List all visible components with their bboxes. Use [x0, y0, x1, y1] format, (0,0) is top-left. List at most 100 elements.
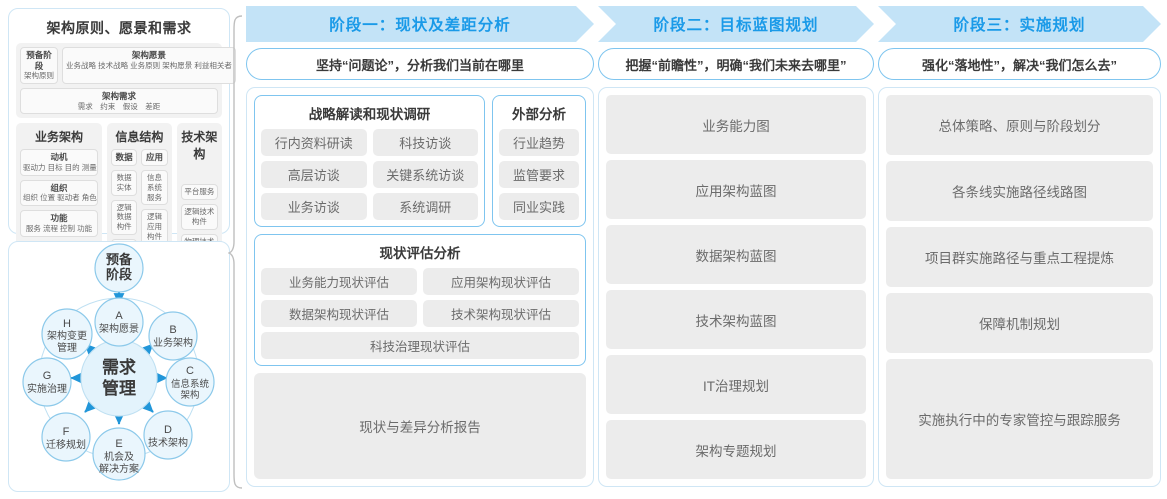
information-structure-title: 信息结构	[115, 130, 164, 145]
architecture-requirement-head: 架构需求	[101, 91, 136, 101]
adm-node-d	[143, 410, 193, 460]
chip-line-implementation-roadmap[interactable]: 各条线实施路径线路图	[886, 161, 1153, 221]
adm-cycle-panel: 需求 管理 预备 阶段 A 架构愿景 B 业务架构 C 信息系统 架构	[8, 241, 230, 492]
stage-1: 阶段一：现状及差距分析 坚持“问题论”，分析我们当前在哪里 战略解读和现状调研 …	[246, 6, 594, 493]
chip-it-governance-assessment[interactable]: 科技治理现状评估	[261, 332, 579, 359]
business-motivation-sub: 驱动力 目标 目的 测量	[23, 163, 97, 172]
stage-3-body: 总体策略、原则与阶段划分 各条线实施路径线路图 项目群实施路径与重点工程提炼 保…	[878, 87, 1161, 487]
chip-technology-architecture-assessment[interactable]: 技术架构现状评估	[423, 300, 579, 327]
chip-assurance-mechanism-plan[interactable]: 保障机制规划	[886, 293, 1153, 353]
chip-system-survey[interactable]: 系统调研	[372, 193, 478, 220]
stages-container: 阶段一：现状及差距分析 坚持“问题论”，分析我们当前在哪里 战略解读和现状调研 …	[246, 6, 1161, 493]
data-entity-box: 数据实体	[111, 170, 138, 196]
platform-service-label: 平台服务	[184, 187, 215, 197]
business-organization-head: 组织	[50, 182, 68, 193]
data-head-label: 数据	[115, 152, 133, 163]
adm-node-f	[41, 412, 91, 462]
logical-application-component-box: 逻辑应用构件	[141, 209, 168, 245]
assessment-row-2: 数据架构现状评估 技术架构现状评估	[261, 300, 579, 327]
chip-expert-oversight-tracking-service[interactable]: 实施执行中的专家管控与跟踪服务	[886, 359, 1153, 479]
adm-node-c-label-line1: 信息系统	[171, 378, 210, 390]
chip-data-architecture-assessment[interactable]: 数据架构现状评估	[261, 300, 417, 327]
chip-technology-architecture-blueprint[interactable]: 技术架构蓝图	[606, 290, 866, 349]
business-function-head: 功能	[50, 213, 68, 224]
left-column: 架构原则、愿景和需求 预备阶段 架构原则 架构愿景 业务战略 技术战略 业务原则…	[8, 8, 236, 492]
chip-data-architecture-blueprint[interactable]: 数据架构蓝图	[606, 225, 866, 284]
adm-center-node	[80, 339, 158, 417]
chip-internal-doc-study[interactable]: 行内资料研读	[261, 129, 367, 156]
chip-application-architecture-assessment[interactable]: 应用架构现状评估	[423, 268, 579, 295]
current-state-assessment-title: 现状评估分析	[379, 246, 461, 261]
logical-technology-component-box: 逻辑技术构件	[180, 204, 218, 230]
chip-architecture-topic-plan[interactable]: 架构专题规划	[606, 420, 866, 479]
adm-node-g-key: G	[43, 370, 52, 382]
stage-2-subtitle: 把握“前瞻性”，明确“我们未来去哪里”	[598, 48, 874, 80]
chip-it-governance-plan[interactable]: IT治理规划	[606, 355, 866, 414]
adm-cycle-diagram: 需求 管理 预备 阶段 A 架构愿景 B 业务架构 C 信息系统 架构	[22, 243, 215, 481]
togaf-panel-title: 架构原则、愿景和需求	[46, 20, 192, 36]
stage-1-header-text: 阶段一：现状及差距分析	[329, 17, 511, 34]
stage-3-header-wrap: 阶段三：实施规划	[878, 6, 1161, 42]
adm-node-e-key: E	[115, 438, 122, 450]
data-entity-label: 数据实体	[116, 173, 132, 192]
chip-gap-analysis-report[interactable]: 现状与差异分析报告	[254, 373, 586, 479]
business-motivation-box: 动机 驱动力 目标 目的 测量	[20, 149, 98, 176]
chip-business-capability-assessment[interactable]: 业务能力现状评估	[261, 268, 417, 295]
chip-program-roadmap-key-projects[interactable]: 项目群实施路径与重点工程提炼	[886, 227, 1153, 287]
prep-phase-sub: 架构原则	[24, 71, 54, 81]
adm-node-b-label: 业务架构	[153, 336, 193, 349]
stage-3: 阶段三：实施规划 强化“落地性”，解决“我们怎么去” 总体策略、原则与阶段划分 …	[878, 6, 1161, 493]
chip-application-architecture-blueprint[interactable]: 应用架构蓝图	[606, 160, 866, 219]
architecture-vision-sub: 业务战略 技术战略 业务原则 架构愿景 利益相关者	[66, 60, 232, 70]
strategy-row-3: 业务访谈 系统调研	[261, 193, 478, 220]
application-head-label: 应用	[146, 152, 164, 163]
adm-node-d-key: D	[164, 424, 172, 436]
strategy-research-title: 战略解读和现状调研	[308, 107, 431, 122]
chip-industry-trend[interactable]: 行业趋势	[499, 129, 579, 156]
current-state-assessment-card: 现状评估分析 业务能力现状评估 应用架构现状评估 数据架构现状评估 技术架构现状…	[254, 234, 586, 366]
external-analysis-title: 外部分析	[512, 107, 566, 122]
external-analysis-card: 外部分析 行业趋势 监管要求 同业实践	[492, 95, 586, 227]
chip-business-interview[interactable]: 业务访谈	[261, 193, 367, 220]
adm-node-e-label-line1: 机会及	[104, 450, 134, 463]
logical-technology-component-label: 逻辑技术构件	[184, 207, 215, 226]
chip-peer-practice[interactable]: 同业实践	[499, 193, 579, 220]
chip-overall-strategy-principles-phases[interactable]: 总体策略、原则与阶段划分	[886, 95, 1153, 155]
chip-business-capability-map[interactable]: 业务能力图	[606, 95, 866, 154]
adm-node-prep-line1: 预备	[106, 252, 133, 267]
chip-tech-interview[interactable]: 科技访谈	[372, 129, 478, 156]
architecture-requirement-sub: 需求 约束 假设 差距	[77, 101, 161, 111]
assessment-row-3: 科技治理现状评估	[261, 332, 579, 359]
adm-node-prep-line2: 阶段	[106, 267, 132, 282]
adm-node-d-label: 技术架构	[148, 436, 188, 449]
adm-node-b-key: B	[169, 324, 176, 336]
brace-connector	[228, 15, 243, 489]
platform-service-box: 平台服务	[180, 184, 218, 201]
data-head-box: 数据	[111, 149, 138, 166]
adm-node-h	[41, 308, 93, 360]
adm-node-g-label: 实施治理	[27, 382, 67, 395]
adm-center-label-line1: 需求	[102, 357, 136, 377]
business-motivation-head: 动机	[50, 152, 68, 163]
adm-node-a-key: A	[115, 310, 123, 322]
stage-1-header-wrap: 阶段一：现状及差距分析	[246, 6, 594, 42]
adm-node-h-label-line1: 架构变更	[47, 329, 87, 342]
business-architecture-title: 业务架构	[34, 130, 83, 145]
chip-executive-interview[interactable]: 高层访谈	[261, 161, 367, 188]
stage-3-header: 阶段三：实施规划	[878, 6, 1161, 42]
adm-node-c-label-line2: 架构	[180, 389, 199, 401]
logical-application-component-label: 逻辑应用构件	[147, 212, 163, 241]
business-organization-box: 组织 组织 位置 驱动者 角色	[20, 179, 98, 207]
technology-architecture-title: 技术架构	[181, 130, 218, 162]
stage-3-header-text: 阶段三：实施规划	[953, 17, 1086, 34]
strategy-row-2: 高层访谈 关键系统访谈	[261, 161, 478, 188]
togaf-content-framework-panel: 架构原则、愿景和需求 预备阶段 架构原则 架构愿景 业务战略 技术战略 业务原则…	[8, 8, 236, 338]
chip-regulatory-requirement[interactable]: 监管要求	[499, 161, 579, 188]
external-analysis-list: 行业趋势 监管要求 同业实践	[499, 129, 579, 220]
architecture-vision-head: 架构愿景	[131, 50, 166, 60]
architecture-requirements-group: 预备阶段 架构原则 架构愿景 业务战略 技术战略 业务原则 架构愿景 利益相关者…	[16, 43, 236, 119]
adm-node-e	[92, 427, 146, 481]
stage-2: 阶段二：目标蓝图规划 把握“前瞻性”，明确“我们未来去哪里” 业务能力图 应用架…	[598, 6, 874, 493]
chip-key-system-interview[interactable]: 关键系统访谈	[372, 161, 478, 188]
adm-node-e-label-line2: 解决方案	[99, 462, 139, 475]
